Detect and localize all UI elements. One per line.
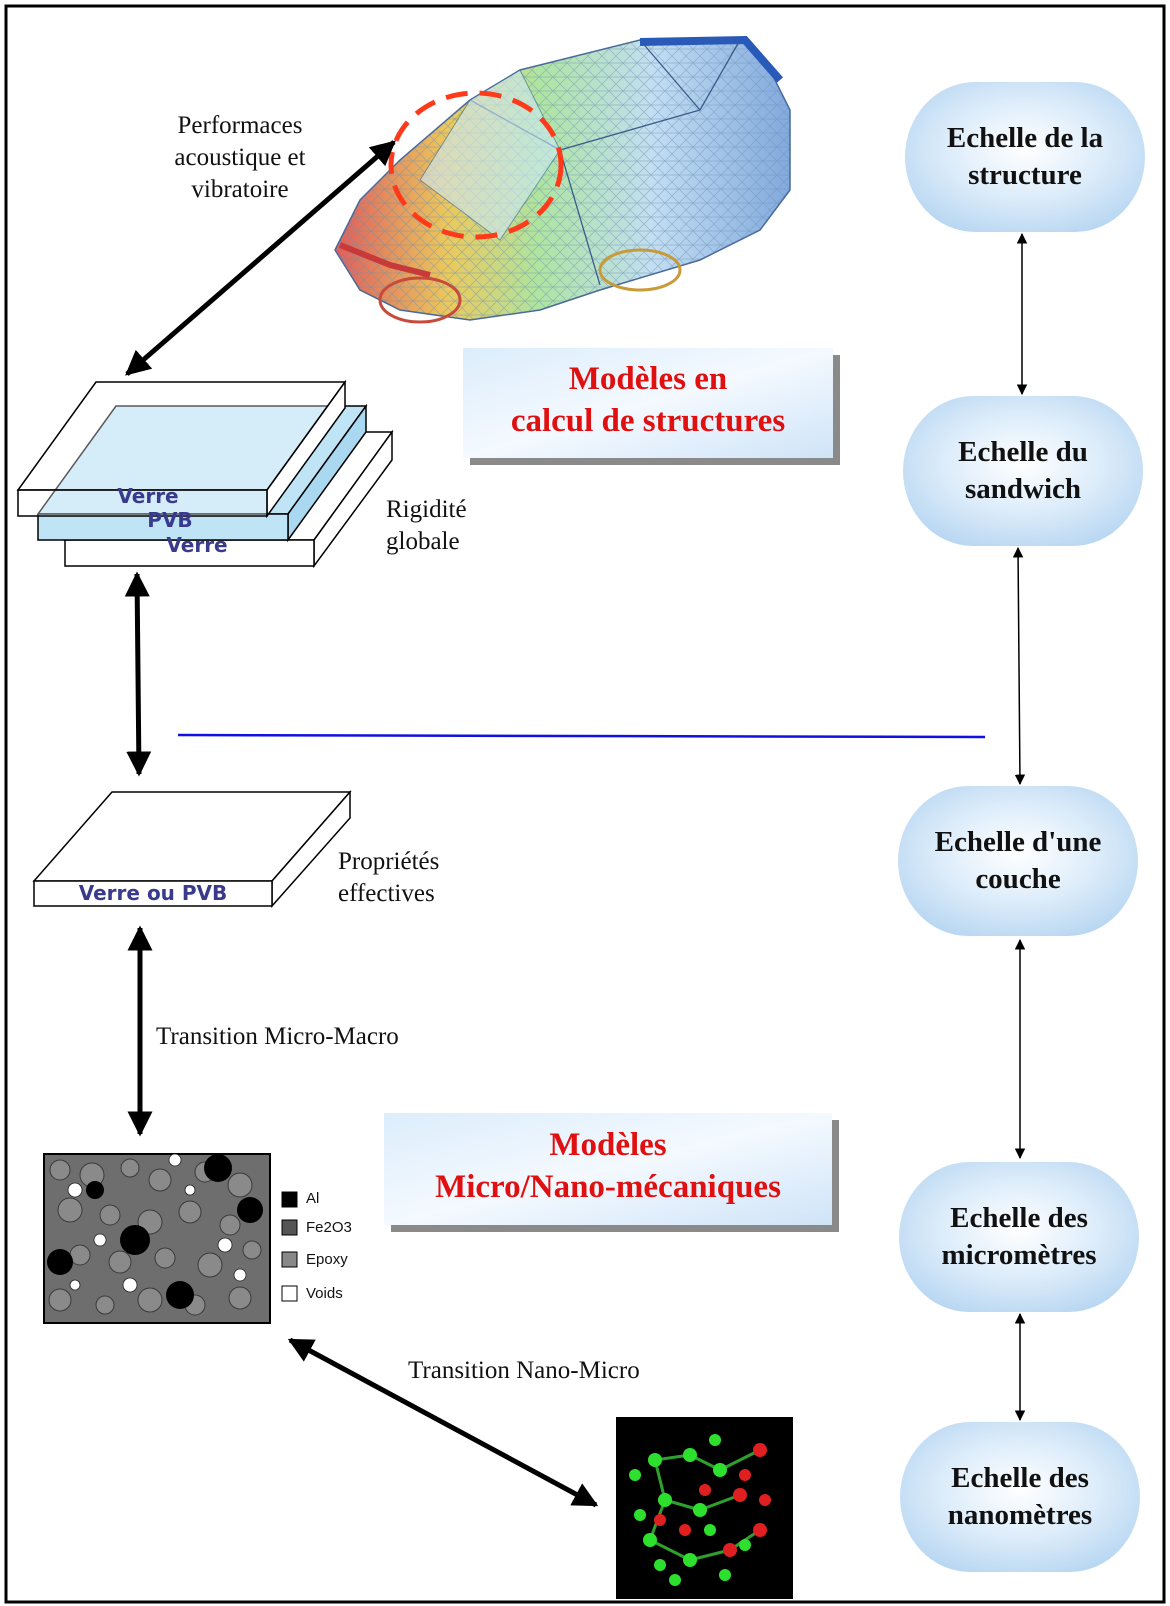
arrow-car-sandwich (125, 140, 396, 376)
scale-micro-line1: Echelle des (950, 1202, 1088, 1234)
scale-sandwich-line1: Echelle du (958, 436, 1088, 468)
scale-cloud-micro (899, 1162, 1139, 1312)
model-box-structure (463, 348, 840, 465)
microstructure-image (43, 1153, 271, 1324)
scale-micro-text: Echelle des micromètres (899, 1200, 1139, 1274)
layer-label-pvb: PVB (147, 508, 193, 532)
diagram-border (4, 4, 1166, 1604)
scale-layer-line2: couche (975, 863, 1061, 895)
arrow-nano-micro (287, 1337, 599, 1508)
scale-cloud-layer (898, 786, 1138, 936)
legend-fe2o3: Fe2O3 (306, 1219, 352, 1236)
label-performance: Performaces acoustique et vibratoire (150, 110, 330, 206)
scale-layer-text: Echelle d'une couche (898, 824, 1138, 898)
scale-cloud-structure (905, 82, 1145, 232)
label-properties-line1: Propriétés (338, 848, 440, 875)
scale-layer-line1: Echelle d'une (934, 826, 1102, 858)
label-performance-line2: acoustique et (174, 144, 306, 171)
label-rigidity-line1: Rigidité (386, 496, 467, 523)
microstructure-legend (281, 1191, 298, 1302)
label-performance-line1: Performaces (177, 112, 303, 139)
label-performance-line3: vibratoire (191, 176, 289, 203)
scale-sandwich-text: Echelle du sandwich (903, 434, 1143, 508)
legend-al: Al (306, 1190, 320, 1207)
label-micro-macro: Transition Micro-Macro (156, 1023, 399, 1050)
scale-structure-line1: Echelle de la (946, 122, 1104, 154)
legend-epoxy: Epoxy (306, 1251, 348, 1268)
label-nano-micro: Transition Nano-Micro (408, 1357, 640, 1384)
scale-structure-text: Echelle de la structure (905, 120, 1145, 194)
label-properties: Propriétés effectives (338, 846, 439, 910)
arrow-sandwich-layer (124, 571, 152, 777)
model-micro-text: Modèles Micro/Nano-mécaniques (384, 1124, 832, 1208)
legend-voids: Voids (306, 1285, 343, 1302)
model-structure-line1: Modèles en (568, 361, 728, 397)
label-rigidity-line2: globale (386, 528, 460, 555)
scale-micro-line2: micromètres (941, 1239, 1097, 1271)
layer-label-verre-bottom: Verre (166, 533, 228, 557)
scale-nano-line2: nanomètres (947, 1499, 1093, 1531)
scale-structure-line2: structure (968, 159, 1082, 191)
layer-label-single: Verre ou PVB (78, 881, 228, 905)
separator-line (177, 733, 986, 739)
label-properties-line2: effectives (338, 880, 435, 907)
layer-label-verre-top: Verre (117, 484, 179, 508)
model-structure-text: Modèles en calcul de structures (463, 358, 833, 442)
scale-sandwich-line2: sandwich (964, 473, 1082, 505)
model-box-micro (384, 1113, 839, 1232)
scale-nano-text: Echelle des nanomètres (900, 1460, 1140, 1534)
label-rigidity: Rigidité globale (386, 494, 467, 558)
scale-arrow-2 (1012, 546, 1026, 786)
model-micro-line1: Modèles (549, 1127, 667, 1163)
scale-cloud-sandwich (903, 396, 1143, 546)
sandwich-illustration (16, 379, 394, 569)
scale-cloud-nano (900, 1422, 1140, 1572)
nano-molecule-image (616, 1417, 793, 1599)
single-layer-illustration (32, 790, 352, 908)
car-mesh-image (334, 35, 791, 324)
model-micro-line2: Micro/Nano-mécaniques (435, 1169, 781, 1205)
scale-nano-line1: Echelle des (951, 1462, 1089, 1494)
model-structure-line2: calcul de structures (510, 403, 786, 439)
